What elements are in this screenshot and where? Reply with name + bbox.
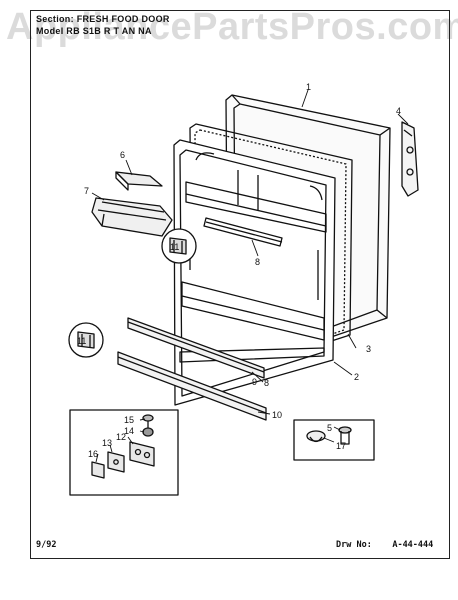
- callout-15: 15: [124, 415, 134, 425]
- callout-5: 5: [327, 423, 332, 433]
- hinge-cover: [401, 121, 419, 197]
- callout-4: 4: [396, 106, 401, 116]
- shelf-end-cap-detail-lower: [68, 322, 104, 358]
- dairy-compartment-door: [115, 171, 163, 191]
- drawing-frame: [30, 10, 450, 559]
- hinge-plate-part-12: [129, 441, 155, 467]
- drawing-number-value: A-44-444: [392, 540, 434, 550]
- callout-2: 2: [354, 372, 359, 382]
- callout-labels: 1 4 6 7 11 8 11 3 2 8 10 15 14 12 13 16 …: [77, 82, 401, 459]
- callout-10: 10: [272, 410, 282, 420]
- callout-9: 9: [252, 377, 257, 387]
- callout-8-lower: 8: [264, 378, 269, 388]
- spacer-part-16: [91, 461, 105, 479]
- screw-part-15: [142, 414, 154, 428]
- plug-part-5: [338, 426, 352, 445]
- shelf-end-cap-detail-upper: [161, 228, 197, 264]
- hardware-kit-inset: [69, 409, 179, 496]
- bracket-part-13: [107, 451, 125, 473]
- callout-17: 17: [336, 441, 346, 451]
- callout-3: 3: [366, 344, 371, 354]
- callout-11-lower: 11: [77, 336, 86, 346]
- callout-16: 16: [88, 449, 98, 459]
- drawing-number: Drw No: A-44-444: [336, 540, 433, 550]
- shelf-bar-9: [127, 317, 265, 379]
- shelf-bar-10: [117, 351, 267, 421]
- upper-shelf-bar: [203, 217, 283, 247]
- callout-1: 1: [306, 82, 311, 92]
- callout-12: 12: [116, 432, 126, 442]
- revision-date: 9/92: [36, 540, 57, 550]
- callout-8-upper: 8: [255, 257, 260, 267]
- bushing-part-14: [142, 427, 154, 437]
- callout-7: 7: [84, 186, 89, 196]
- plug-kit-inset: [293, 419, 375, 461]
- dairy-compartment: [91, 197, 173, 237]
- model-line: Model RB S1B R T AN NA: [36, 26, 152, 36]
- callout-14: 14: [124, 426, 134, 436]
- drawing-number-label: Drw No:: [336, 540, 372, 550]
- hole-plug-part-17: [306, 430, 326, 443]
- callout-13: 13: [102, 438, 112, 448]
- callout-11-upper: 11: [170, 242, 179, 252]
- section-title: Section: FRESH FOOD DOOR: [36, 14, 170, 24]
- callout-6: 6: [120, 150, 125, 160]
